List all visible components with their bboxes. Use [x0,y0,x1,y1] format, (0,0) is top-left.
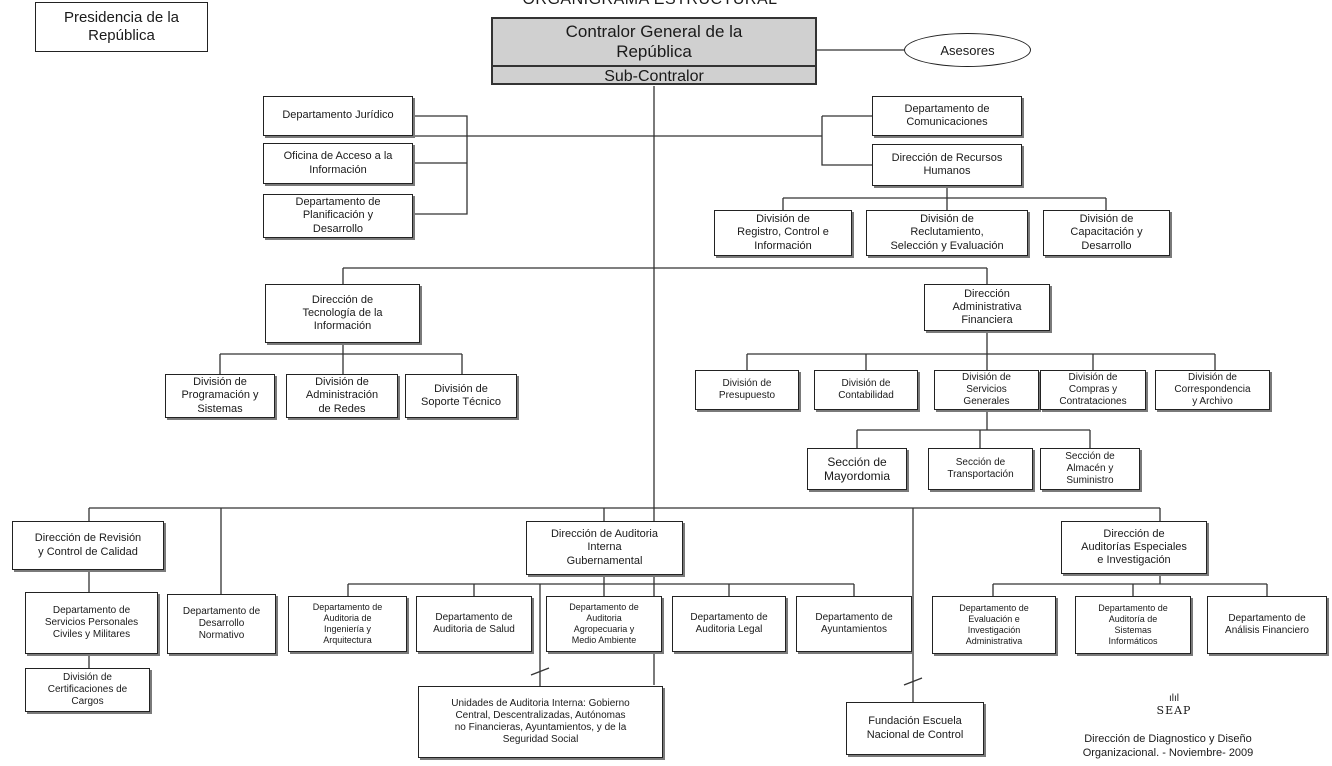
division-servicios-generales-box: División de Servicios Generales [934,370,1039,410]
seccion-transportacion-box: Sección de Transportación [928,448,1033,490]
departamento-sistemas-box: Departamento de Auditoría de Sistemas In… [1075,596,1191,654]
division-compras-box: División de Compras y Contrataciones [1040,370,1146,410]
contralor-box: Contralor General de la República Sub-Co… [491,17,817,85]
contralor-title: Contralor General de la República [565,22,743,61]
division-correspondencia-box: División de Correspondencia y Archivo [1155,370,1270,410]
departamento-analisis-box: Departamento de Análisis Financiero [1207,596,1327,654]
departamento-comunicaciones-box: Departamento de Comunicaciones [872,96,1022,136]
direccion-auditorias-especiales-box: Dirección de Auditorías Especiales e Inv… [1061,521,1207,574]
unidades-auditoria-box: Unidades de Auditoria Interna: Gobierno … [418,686,663,758]
oficina-acceso-informacion-box: Oficina de Acceso a la Información [263,143,413,184]
departamento-agropecuaria-box: Departamento de Auditoria Agropecuaria y… [546,596,662,652]
fundacion-escuela-box: Fundación Escuela Nacional de Control [846,702,984,755]
chart-title: ORGANIGRAMA ESTRUCTURAL [440,0,860,9]
seap-logo: ılıl SEAP [1150,694,1198,728]
division-soporte-box: División de Soporte Técnico [405,374,517,418]
seap-logo-mark: ılıl [1169,693,1179,704]
direccion-recursos-humanos-box: Dirección de Recursos Humanos [872,144,1022,186]
direccion-auditoria-interna-box: Dirección de Auditoria Interna Gubername… [526,521,683,575]
departamento-planificacion-box: Departamento de Planificación y Desarrol… [263,194,413,238]
departamento-servicios-personales-box: Departamento de Servicios Personales Civ… [25,592,158,654]
division-presupuesto-box: División de Presupuesto [695,370,799,410]
division-contabilidad-box: División de Contabilidad [814,370,918,410]
seap-logo-text: SEAP [1156,704,1192,717]
direccion-revision-box: Dirección de Revisión y Control de Calid… [12,521,164,570]
division-programacion-box: División de Programación y Sistemas [165,374,275,418]
division-registro-box: División de Registro, Control e Informac… [714,210,852,256]
seccion-mayordomia-box: Sección de Mayordomia [807,448,907,490]
departamento-ingenieria-box: Departamento de Auditoria de Ingeniería … [288,596,407,652]
division-certificaciones-box: División de Certificaciones de Cargos [25,668,150,712]
departamento-salud-box: Departamento de Auditoria de Salud [416,596,532,652]
departamento-evaluacion-box: Departamento de Evaluación e Investigaci… [932,596,1056,654]
division-reclutamiento-box: División de Reclutamiento, Selección y E… [866,210,1028,256]
departamento-legal-box: Departamento de Auditoria Legal [672,596,786,652]
departamento-juridico-box: Departamento Jurídico [263,96,413,136]
division-redes-box: División de Administración de Redes [286,374,398,418]
seccion-almacen-box: Sección de Almacén y Suministro [1040,448,1140,490]
division-capacitacion-box: División de Capacitación y Desarrollo [1043,210,1170,256]
departamento-ayuntamientos-box: Departamento de Ayuntamientos [796,596,912,652]
direccion-tecnologia-box: Dirección de Tecnología de la Informació… [265,284,420,343]
credit-text: Dirección de Diagnostico y Diseño Organi… [1082,733,1254,759]
asesores-ellipse: Asesores [904,33,1031,67]
direccion-administrativa-box: Dirección Administrativa Financiera [924,284,1050,331]
subcontralor-title: Sub-Contralor [493,65,815,87]
presidencia-box: Presidencia de la República [35,2,208,52]
departamento-normativo-box: Departamento de Desarrollo Normativo [167,594,276,654]
